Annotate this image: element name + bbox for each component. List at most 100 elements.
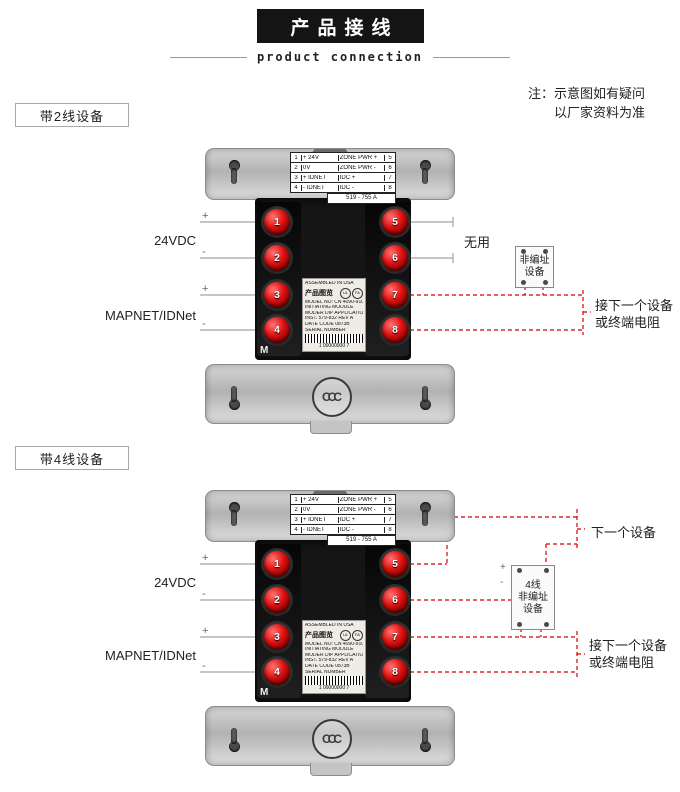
label-line: MODEL NO: CN 4090-9101 <box>305 299 363 305</box>
section-label-2wire: 带2线设备 <box>15 103 129 127</box>
device-box-label: 非编址 <box>518 591 548 603</box>
terminal-screw-4: 4 <box>261 656 293 688</box>
terminal-screw-5: 5 <box>379 206 411 238</box>
ul-mark-icon: UL <box>340 287 351 299</box>
label-title-row: 产品图览 UL FA <box>305 629 363 641</box>
label-next-device-4wire: 接下一个设备 或终端电阻 <box>589 637 667 671</box>
disclaimer-note: 注：示意图如有疑问 以厂家资料为准 <box>528 84 645 122</box>
mounting-bracket-bottom: CCC <box>205 706 455 776</box>
plus-sign: + <box>202 625 209 637</box>
label-title-row: 产品图览 UL FA <box>305 287 363 299</box>
fire-alarm-mark-icon: FA <box>352 287 363 299</box>
label-line: DATE CODE 0873B <box>305 321 350 327</box>
label-line: DATE CODE 0873B <box>305 663 350 669</box>
terminal-screw-2: 2 <box>261 584 293 616</box>
m-mark: M <box>260 687 269 698</box>
strip-num: 2 <box>291 164 302 171</box>
subtitle-left-rule <box>170 56 247 58</box>
terminal-screw-6: 6 <box>379 584 411 616</box>
strip-label: - IDNET <box>302 526 339 533</box>
minus-sign: - <box>500 577 504 588</box>
minus-sign: - <box>202 318 206 330</box>
strip-row: 1 + 24V ZONE PWR + 5 <box>291 495 395 505</box>
note-line-1: 注：示意图如有疑问 <box>528 86 646 101</box>
mounting-bracket-bottom: CCC <box>205 364 455 434</box>
strip-num: 7 <box>388 174 392 181</box>
terminal-number: 8 <box>392 666 398 678</box>
ul-mark-icon: UL <box>340 629 351 641</box>
bracket-tab <box>310 421 352 434</box>
part-number: 519 - 755 A <box>327 535 396 546</box>
strip-label: + 24V <box>302 496 339 503</box>
terminal-strip: 1 + 24V ZONE PWR + 5 2 0V ZONE PWR - 6 3… <box>290 494 396 535</box>
label-next-device-line2: 或终端电阻 <box>595 315 661 330</box>
device-box-4wire: 4线 非编址 设备 <box>511 565 555 630</box>
strip-row: 4 - IDNET IDC - 8 <box>291 183 395 192</box>
strip-row: 2 0V ZONE PWR - 6 <box>291 163 395 173</box>
page-subtitle-row: product connection <box>170 50 511 64</box>
plus-sign: + <box>500 562 506 573</box>
terminal-strip: 1 + 24V ZONE PWR + 5 2 0V ZONE PWR - 6 3… <box>290 152 396 193</box>
fire-alarm-mark-icon: FA <box>352 629 363 641</box>
label-next-device-line1: 接下一个设备 <box>595 298 674 313</box>
product-label: ASSEMBLED IN USA 产品图览 UL FA MODEL NO: CN… <box>302 620 366 694</box>
strip-num: 2 <box>291 506 302 513</box>
barcode <box>305 676 363 686</box>
strip-row: 3 + IDNET IDC + 7 <box>291 515 395 525</box>
product-label: ASSEMBLED IN USA 产品图览 UL FA MODEL NO: CN… <box>302 278 366 352</box>
strip-num: 6 <box>388 506 392 513</box>
strip-label: + IDNET <box>302 174 339 181</box>
label-line: SERIAL NUMBER <box>305 669 346 675</box>
terminal-screw-2: 2 <box>261 242 293 274</box>
plus-sign: + <box>202 552 209 564</box>
label-mapnet-idnet: MAPNET/IDNet <box>104 648 196 663</box>
terminal-screw-8: 8 <box>379 656 411 688</box>
terminal-screw-4: 4 <box>261 314 293 346</box>
strip-row: 2 0V ZONE PWR - 6 <box>291 505 395 515</box>
terminal-number: 4 <box>274 666 280 678</box>
terminal-number: 2 <box>274 594 280 606</box>
device-box-label: 设备 <box>523 603 543 615</box>
strip-label: + IDNET <box>302 516 339 523</box>
label-line: INST. 579-832 REV A <box>305 658 354 664</box>
module-4wire: 1 + 24V ZONE PWR + 5 2 0V ZONE PWR - 6 3… <box>205 490 455 782</box>
device-terminal-dot <box>544 568 549 573</box>
minus-sign: - <box>202 660 206 672</box>
device-terminal-dot <box>517 622 522 627</box>
terminal-number: 3 <box>274 289 280 301</box>
keyhole-slot <box>419 384 432 410</box>
terminal-screw-3: 3 <box>261 279 293 311</box>
terminal-number: 7 <box>392 631 398 643</box>
terminal-screw-5: 5 <box>379 548 411 580</box>
terminal-screw-7: 7 <box>379 621 411 653</box>
label-mapnet-idnet: MAPNET/IDNet <box>104 308 196 323</box>
section-label-4wire: 带4线设备 <box>15 446 129 470</box>
strip-num: 3 <box>291 516 302 523</box>
terminal-number: 6 <box>392 252 398 264</box>
keyhole-slot <box>228 384 241 410</box>
label-next-device-top: 下一个设备 <box>591 525 657 540</box>
label-next-device-line1: 接下一个设备 <box>589 638 668 653</box>
terminal-screw-1: 1 <box>261 548 293 580</box>
strip-num: 8 <box>388 184 392 191</box>
strip-num: 3 <box>291 174 302 181</box>
label-next-device-line2: 或终端电阻 <box>589 655 655 670</box>
keyhole-slot <box>228 726 241 752</box>
strip-num: 5 <box>388 496 392 503</box>
keyhole-slot <box>228 502 241 528</box>
label-line: MODER DIP APPLICATION <box>305 310 363 316</box>
ccc-logo: CCC <box>312 377 352 417</box>
strip-num: 7 <box>388 516 392 523</box>
m-mark: M <box>260 345 269 356</box>
label-24vdc: 24VDC <box>154 233 196 248</box>
minus-sign: - <box>202 588 206 600</box>
label-line: INITIATING MODULE <box>305 305 354 311</box>
label-next-device-2wire: 接下一个设备 或终端电阻 <box>595 297 673 331</box>
serial-number: 1 00000000 7 <box>318 685 350 692</box>
terminal-number: 1 <box>274 558 280 570</box>
label-title: 产品图览 <box>305 290 333 298</box>
strip-num: 5 <box>388 154 392 161</box>
strip-label: + 24V <box>302 154 339 161</box>
label-line: ASSEMBLED IN USA <box>305 281 354 286</box>
strip-num: 1 <box>291 496 302 503</box>
